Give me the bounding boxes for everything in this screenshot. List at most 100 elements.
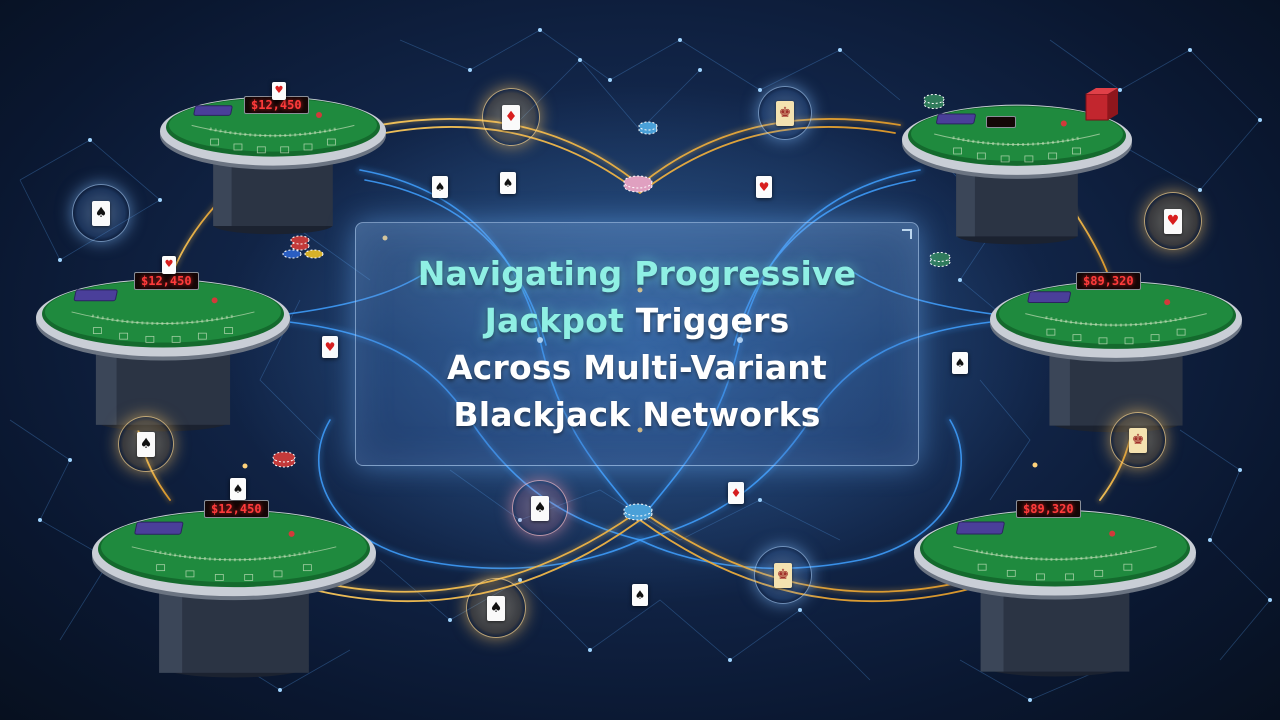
chip-tray: [193, 105, 233, 116]
title-text: Blackjack Networks: [453, 395, 821, 434]
blackjack-table-bottom-right: [912, 500, 1198, 687]
card-orb: ♠: [72, 184, 130, 242]
diamond-icon: ♦: [502, 104, 520, 130]
betting-box: [1072, 334, 1082, 342]
jackpot-display-mid-right: $89,320: [1076, 272, 1141, 290]
spade-icon: ♠: [487, 595, 505, 621]
blackjack-table-top-right: [900, 96, 1134, 257]
title-text: Across Multi-Variant: [447, 348, 827, 387]
king-card-icon: ♚: [774, 562, 792, 588]
spade-icon: ♠: [92, 200, 110, 226]
betting-box: [1124, 337, 1134, 345]
table-graphic: [902, 104, 1132, 245]
king-card-icon: ♚: [776, 100, 794, 126]
title-line-3: Across Multi-Variant: [447, 344, 827, 391]
heart-icon: ♥: [162, 256, 176, 274]
card-orb: ♚: [1110, 412, 1166, 468]
dealer-button: [1109, 530, 1116, 537]
dealer-button: [211, 297, 218, 304]
betting-box: [156, 564, 166, 572]
table-graphic: [92, 509, 376, 678]
title-line-1: Navigating Progressive: [418, 250, 857, 297]
betting-box: [244, 574, 254, 581]
title-panel: Navigating Progressive Jackpot Triggers …: [355, 222, 919, 466]
blackjack-table-mid-left: [34, 270, 292, 443]
betting-box: [256, 146, 266, 154]
jackpot-display-mid-left: $12,450: [134, 272, 199, 290]
betting-box: [1123, 563, 1133, 571]
dealer-button: [1060, 120, 1067, 127]
chip-tray: [1027, 291, 1071, 303]
betting-box: [185, 570, 195, 578]
chip-tray: [956, 521, 1005, 535]
betting-box: [171, 335, 181, 343]
king-card-icon: ♚: [1129, 427, 1147, 453]
betting-box: [119, 332, 129, 340]
chip-tray: [134, 521, 184, 535]
blackjack-table-top-left: [158, 88, 388, 247]
card-orb: ♚: [758, 86, 812, 140]
jackpot-display-top-right: [986, 116, 1017, 128]
jackpot-display-bottom-right: $89,320: [1016, 500, 1081, 518]
spade-icon: ♠: [632, 584, 648, 606]
title-accent: Navigating Progressive: [417, 254, 857, 293]
betting-box: [326, 138, 336, 146]
dealer-button: [1164, 299, 1171, 306]
card-orb: ♦: [482, 88, 540, 146]
heart-icon: ♥: [1164, 208, 1182, 234]
jackpot-display-bottom-left: $12,450: [204, 500, 269, 518]
spade-icon: ♠: [230, 478, 246, 500]
betting-box: [1036, 573, 1045, 581]
dealer-button: [288, 530, 295, 537]
spade-icon: ♠: [137, 431, 155, 457]
table-graphic: [914, 509, 1196, 677]
card-orb: ♥: [1144, 192, 1202, 250]
betting-box: [977, 563, 987, 571]
betting-box: [210, 138, 220, 146]
panel-corner-mark: [902, 229, 912, 239]
betting-box: [953, 147, 962, 155]
heart-icon: ♥: [272, 82, 286, 100]
table-graphic: [160, 96, 386, 235]
betting-box: [1176, 328, 1186, 336]
betting-box: [1024, 155, 1034, 163]
table-graphic: [990, 281, 1242, 433]
betting-box: [197, 332, 207, 340]
betting-box: [1065, 573, 1074, 581]
blackjack-table-mid-right: [988, 272, 1244, 444]
betting-box: [1150, 334, 1160, 342]
diamond-icon: ♦: [728, 482, 744, 504]
card-orb: ♠: [512, 480, 568, 536]
card-orb: ♠: [466, 578, 526, 638]
spade-icon: ♠: [531, 495, 549, 521]
betting-box: [1072, 147, 1081, 155]
blackjack-table-bottom-left: [90, 500, 378, 688]
betting-box: [224, 327, 234, 335]
title-accent: Jackpot: [484, 301, 625, 340]
card-orb: ♠: [118, 416, 174, 472]
chip-tray: [73, 289, 118, 302]
title-line-2: Jackpot Triggers: [485, 297, 790, 344]
spade-icon: ♠: [500, 172, 516, 194]
betting-box: [1000, 155, 1010, 163]
betting-box: [273, 570, 283, 578]
betting-box: [233, 143, 243, 151]
card-orb: ♚: [754, 546, 812, 604]
title-text: Triggers: [624, 301, 790, 340]
spade-icon: ♠: [952, 352, 968, 374]
betting-box: [976, 152, 986, 160]
betting-box: [92, 327, 102, 335]
heart-icon: ♥: [756, 176, 772, 198]
betting-box: [1094, 569, 1104, 577]
betting-box: [214, 574, 224, 581]
table-graphic: [36, 279, 290, 432]
heart-icon: ♥: [322, 336, 338, 358]
betting-box: [1006, 569, 1016, 577]
chip-tray: [936, 113, 976, 125]
betting-box: [1046, 328, 1056, 336]
betting-box: [1048, 152, 1058, 160]
betting-box: [1098, 337, 1108, 345]
spade-icon: ♠: [432, 176, 448, 198]
